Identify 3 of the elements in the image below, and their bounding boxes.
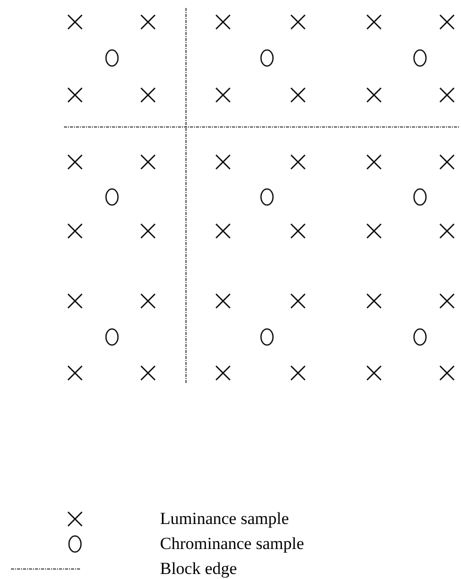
legend-label: Chrominance sample (160, 535, 304, 552)
legend-label: Block edge (160, 560, 237, 577)
legend-label: Luminance sample (160, 510, 289, 527)
